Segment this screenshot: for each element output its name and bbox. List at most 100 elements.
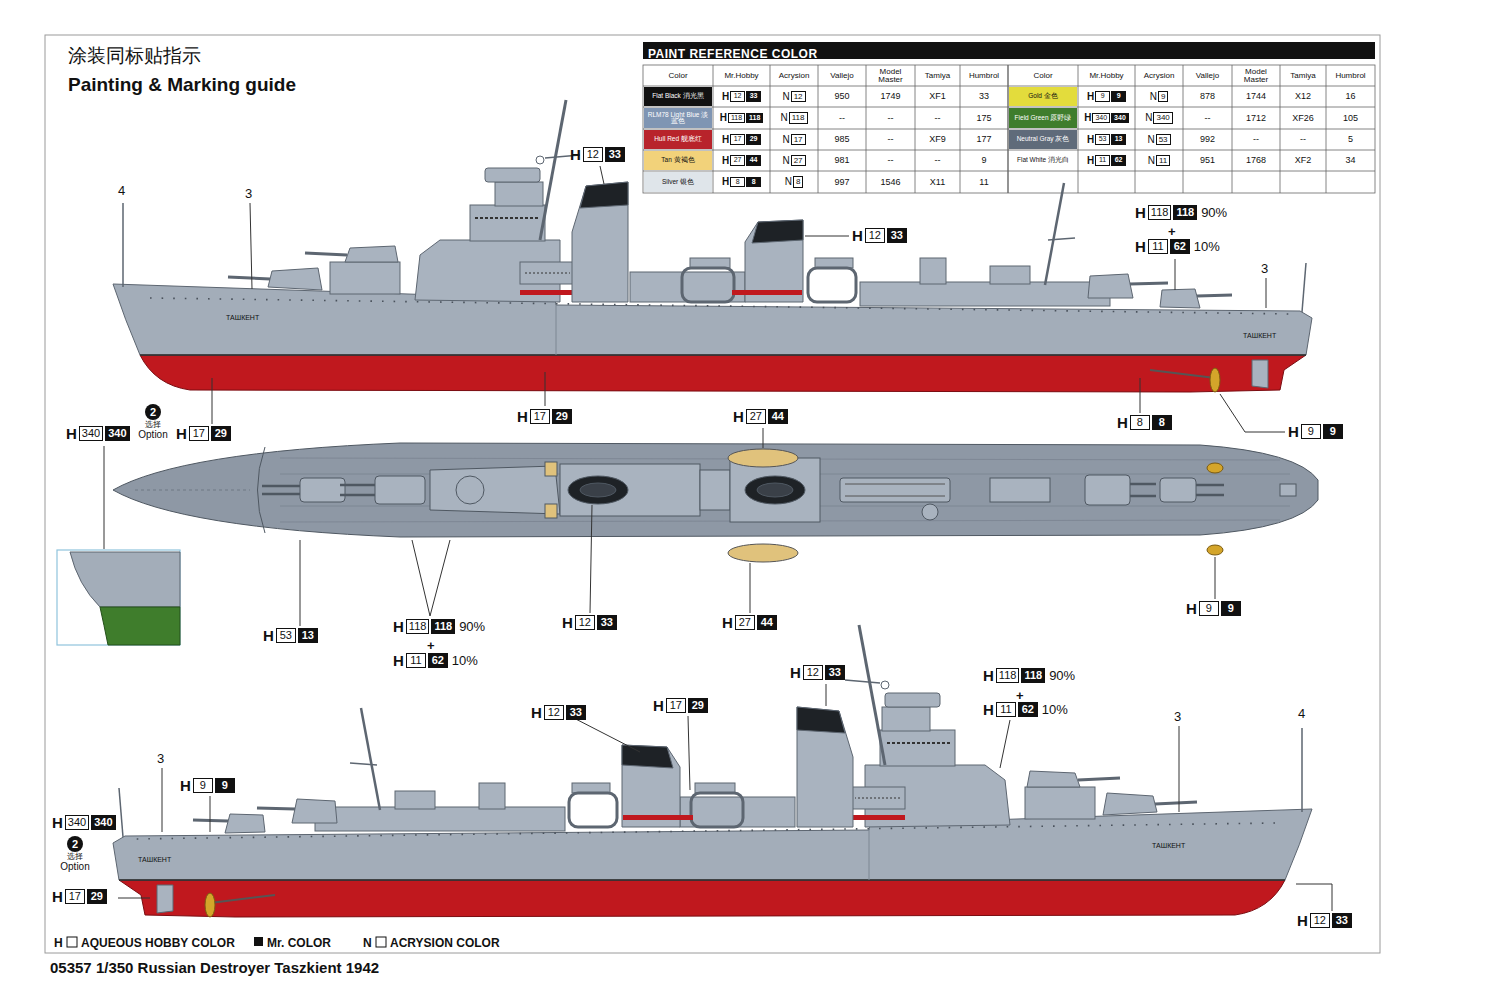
paint-code: 1546 <box>880 178 900 187</box>
hobby-prefix: H <box>722 177 729 187</box>
callout-number: 3 <box>245 184 252 202</box>
hobby-prefix: H <box>52 889 63 904</box>
hobby-prefix: H <box>722 615 733 630</box>
aqueous-number: 53 <box>276 628 296 643</box>
paint-code: XF9 <box>929 135 946 144</box>
option-text: Option <box>60 861 89 872</box>
acrysion-cell: N17 <box>771 130 817 149</box>
ship-name: ТАШКЕНТ <box>1243 324 1276 342</box>
title: Painting & Marking guide <box>68 74 296 95</box>
paint-code: 5 <box>1348 135 1353 144</box>
ship-name: ТАШКЕНТ <box>226 306 259 324</box>
mr-color-number: 44 <box>757 615 777 630</box>
ship-name: ТАШКЕНТ <box>1152 842 1185 849</box>
paint-code: 1768 <box>1246 156 1266 165</box>
paint-code-cell: XF9 <box>916 130 959 149</box>
color-callout: H1233 <box>570 147 625 162</box>
hobby-prefix: H <box>1135 205 1146 220</box>
mr-color-number: 13 <box>298 628 318 643</box>
mix-percent: 90% <box>1049 669 1075 682</box>
paint-code: XF2 <box>1295 156 1312 165</box>
hobby-prefix: H <box>1297 913 1308 928</box>
aqueous-number: 12 <box>575 615 595 630</box>
acrysion-number: 118 <box>789 112 808 124</box>
color-name: Field Green 原野绿 <box>1015 115 1072 122</box>
color-swatch: Silver 银色 <box>644 172 712 192</box>
paint-code-cell: -- <box>867 151 914 170</box>
legend-prefix: N <box>363 936 372 950</box>
legend-prefix: H <box>54 936 63 950</box>
column-header: Acrysion <box>1144 72 1175 80</box>
aqueous-number: 118 <box>1148 205 1172 220</box>
aqueous-number: 118 <box>996 668 1020 683</box>
mr-color-number: 9 <box>215 778 235 793</box>
mr-color-number: 33 <box>887 228 907 243</box>
aqueous-number: 12 <box>583 147 603 162</box>
mix-percent: 90% <box>1201 206 1227 219</box>
color-callout: H116210% <box>393 653 478 668</box>
mr-color-number: 29 <box>87 889 107 904</box>
paint-code-cell: -- <box>819 108 865 128</box>
color-callout: H116210% <box>983 702 1068 717</box>
ship-name: ТАШКЕНТ <box>1243 332 1276 339</box>
paint-code: -- <box>1205 114 1211 123</box>
column-header-cell: Model Master <box>867 66 914 85</box>
paint-code: 985 <box>834 135 849 144</box>
paint-code: 34 <box>1345 156 1355 165</box>
mr-color-number: 62 <box>1018 702 1038 717</box>
table-title: PAINT REFERENCE COLOR <box>648 47 818 61</box>
mr-color-number: 29 <box>746 134 761 144</box>
option-chinese: 选择 <box>67 852 83 861</box>
hobby-prefix: H <box>983 702 994 717</box>
color-swatch: Gold 金色 <box>1009 87 1077 106</box>
color-callout: H1233 <box>852 228 907 243</box>
option-chinese: 选择 <box>145 420 161 429</box>
paint-code-cell: 177 <box>961 130 1007 149</box>
paint-code-cell: XF2 <box>1281 151 1325 170</box>
hobby-prefix: H <box>852 228 863 243</box>
plus-sign: + <box>427 638 435 653</box>
ship-name: ТАШКЕНТ <box>226 314 259 321</box>
column-header-cell: Vallejo <box>819 66 865 85</box>
color-callout: H1233 <box>790 665 845 680</box>
aqueous-number: 118 <box>728 113 745 123</box>
hobby-prefix: H <box>52 815 63 830</box>
mr-hobby-cell: H99 <box>1079 87 1134 106</box>
mr-color-number: 33 <box>566 705 586 720</box>
aqueous-number: 11 <box>996 702 1016 717</box>
mr-color-number: 33 <box>1332 913 1352 928</box>
paint-code-cell: 981 <box>819 151 865 170</box>
mr-color-number: 118 <box>431 619 455 634</box>
column-header-cell: Acrysion <box>771 66 817 85</box>
callout-number: 3 <box>1174 709 1181 724</box>
color-callout: H11811890% <box>393 619 485 634</box>
column-header: Mr.Hobby <box>1089 72 1123 80</box>
mr-color-number: 9 <box>1111 91 1126 101</box>
hobby-prefix: H <box>66 426 77 441</box>
hobby-prefix: H <box>1288 424 1299 439</box>
mr-color-number: 44 <box>768 409 788 424</box>
color-name: Neutral Gray 灰色 <box>1017 136 1070 143</box>
aqueous-number: 12 <box>1310 913 1330 928</box>
color-callout: H2744 <box>722 615 777 630</box>
mr-color-number: 29 <box>688 698 708 713</box>
aqueous-number: 11 <box>1095 155 1110 165</box>
color-callout: H5313 <box>263 628 318 643</box>
paint-code: -- <box>839 114 845 123</box>
hobby-prefix: H <box>722 92 729 102</box>
callout-number: 3 <box>157 749 164 767</box>
paint-code: XF26 <box>1292 114 1314 123</box>
paint-code-cell: 34 <box>1327 151 1374 170</box>
column-header: Color <box>668 72 687 80</box>
column-header: Vallejo <box>830 72 853 80</box>
ship-name: ТАШКЕНТ <box>138 848 171 866</box>
mr-color-number: 62 <box>1170 239 1190 254</box>
paint-code: -- <box>888 114 894 123</box>
paint-code-cell: -- <box>867 130 914 149</box>
paint-code: 1712 <box>1246 114 1266 123</box>
column-header: Humbrol <box>1335 72 1365 80</box>
paint-code-cell: 1768 <box>1233 151 1279 170</box>
hobby-prefix: H <box>1087 135 1094 145</box>
paint-code-cell: -- <box>916 151 959 170</box>
title: Painting & Marking guide <box>68 74 296 97</box>
